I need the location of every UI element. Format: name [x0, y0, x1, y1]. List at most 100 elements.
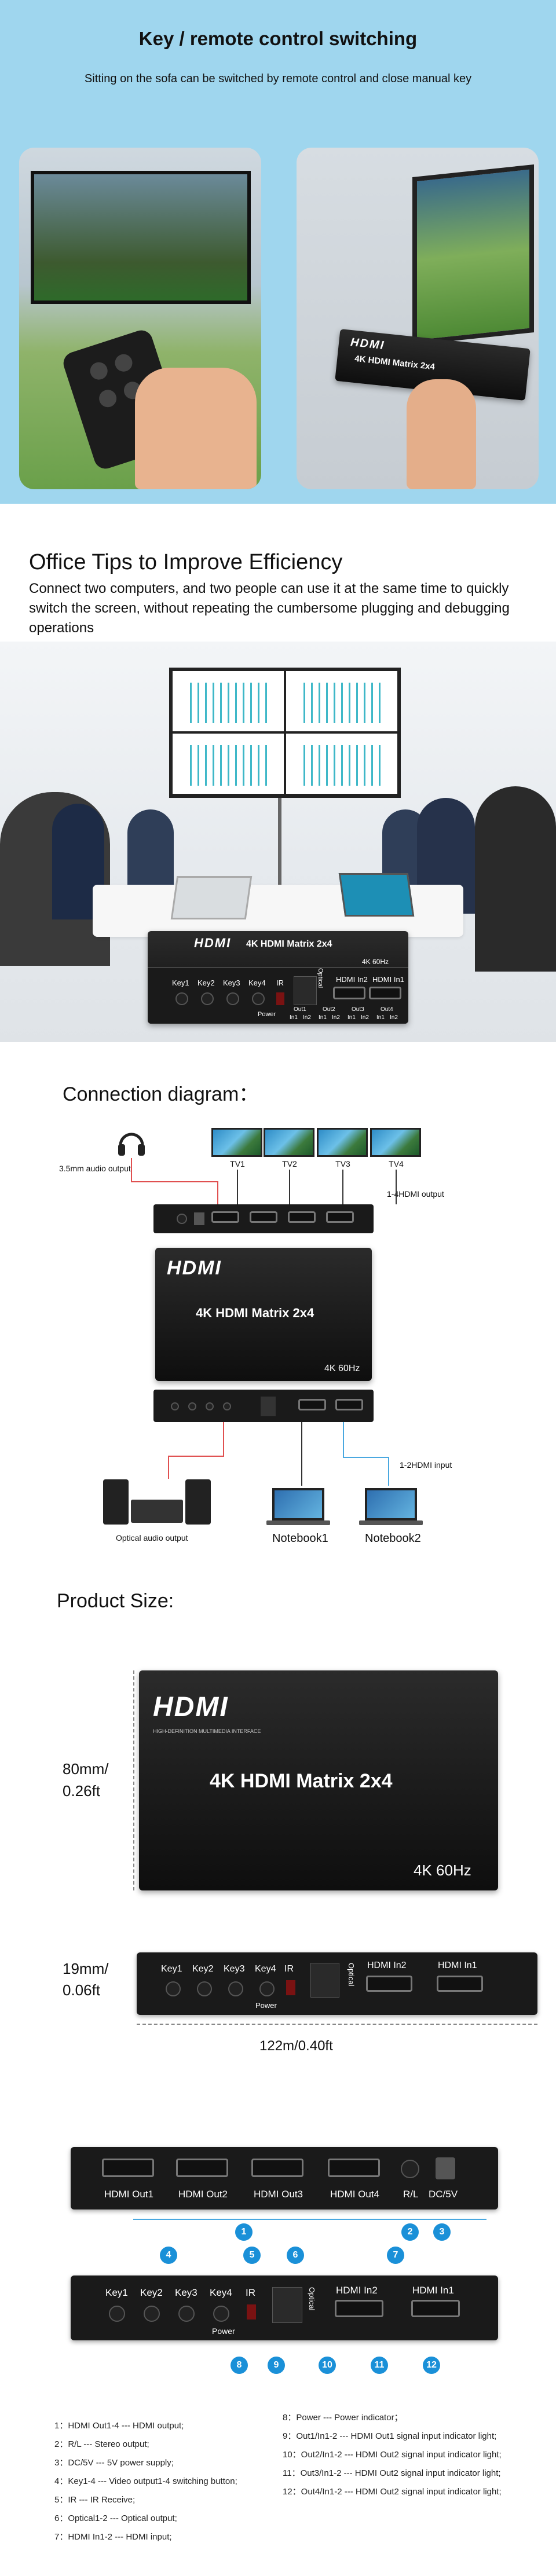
connection-title: Connection diagram：: [63, 1083, 259, 1105]
hdmi-out1-label: HDMI Out1: [104, 2189, 154, 2200]
legend-item-6: 6：Optical1-2 --- Optical output;: [54, 2513, 177, 2523]
legend-item-9: 9：Out1/In1-2 --- HDMI Out1 signal input …: [283, 2431, 497, 2441]
indicator-in2: In2: [332, 1014, 340, 1021]
key4-label: Key4: [255, 1964, 276, 1974]
legend-item-11: 11：Out3/In1-2 --- HDMI Out2 signal input…: [283, 2468, 501, 2478]
legend-item-10: 10：Out2/In1-2 --- HDMI Out2 signal input…: [283, 2450, 502, 2460]
indicator-in2: In2: [303, 1014, 311, 1021]
key2-button[interactable]: [197, 1981, 212, 1996]
key3-button[interactable]: [228, 1981, 243, 1996]
key1-label: Key1: [105, 2287, 128, 2298]
power-label: Power: [212, 2326, 235, 2336]
ir-receiver: [247, 2304, 256, 2320]
key1-button[interactable]: [171, 1402, 179, 1410]
hdmi-out4-label: HDMI Out4: [330, 2189, 380, 2200]
device-logo: HDMI: [194, 936, 232, 950]
key4-button[interactable]: [213, 2306, 229, 2322]
hdmi-input-label: 1-2HDMI input: [400, 1460, 452, 1470]
headphones-icon: [116, 1128, 147, 1157]
device-photo: HDMI 4K HDMI Matrix 2x4: [297, 148, 539, 489]
legend-item-3: 3：DC/5V --- 5V power supply;: [54, 2458, 174, 2468]
dc-jack: [194, 1212, 204, 1225]
depth-mm: 19mm/: [63, 1960, 109, 1977]
key4-button[interactable]: [223, 1402, 231, 1410]
optical-port: [261, 1397, 276, 1416]
callout-4: 4: [160, 2247, 177, 2264]
key3-button[interactable]: [178, 2306, 195, 2322]
key3-label: Key3: [223, 979, 240, 987]
ir-label: IR: [246, 2287, 255, 2298]
callout-11: 11: [371, 2357, 388, 2374]
out3-group-label: Out3: [352, 1006, 364, 1013]
key4-button[interactable]: [252, 992, 265, 1005]
office-paragraph: Connect two computers, and two people ca…: [29, 581, 510, 636]
key4-button[interactable]: [259, 1981, 275, 1996]
indicator-in1: In1: [319, 1014, 327, 1021]
diagram-device: HDMI 4K HDMI Matrix 2x4 4K 60Hz: [155, 1248, 372, 1381]
callout-3: 3: [433, 2223, 451, 2241]
optical-port: [272, 2287, 302, 2323]
device-resolution: 4K 60Hz: [414, 1862, 471, 1879]
key1-button[interactable]: [109, 2306, 125, 2322]
key3-label: Key3: [175, 2287, 197, 2298]
device-logo-sub: HIGH-DEFINITION MULTIMEDIA INTERFACE: [153, 1728, 261, 1734]
device-resolution: 4K 60Hz: [324, 1364, 360, 1373]
optical-label: Optical: [347, 1963, 356, 1987]
hdmi-out-port: [326, 1211, 354, 1223]
person: [475, 786, 556, 972]
speaker-icon: [103, 1479, 129, 1525]
out4-group-label: Out4: [381, 1006, 393, 1013]
hdmi-in1-port: [369, 987, 401, 999]
key2-button[interactable]: [188, 1402, 196, 1410]
callout-6: 6: [287, 2247, 304, 2264]
optical-label: Optical: [317, 968, 324, 988]
ir-label: IR: [284, 1964, 294, 1974]
legend-item-12: 12：Out4/In1-2 --- HDMI Out2 signal input…: [283, 2487, 502, 2497]
tv3-label: TV3: [335, 1159, 350, 1168]
optical-label: Optical: [308, 2287, 316, 2311]
power-label: Power: [255, 2001, 277, 2010]
legend-item-7: 7：HDMI In1-2 --- HDMI input;: [54, 2532, 172, 2542]
office-matrix-device: HDMI 4K HDMI Matrix 2x4 4K 60Hz Key1 Key…: [148, 931, 408, 1024]
rl-jack: [177, 1214, 187, 1224]
hdmi-in1-label: HDMI In1: [412, 2285, 454, 2296]
hdmi-out3-port: [251, 2159, 303, 2177]
tv4-label: TV4: [389, 1159, 404, 1168]
device-model: 4K HDMI Matrix 2x4: [354, 353, 436, 372]
rl-jack: [401, 2160, 419, 2178]
callout-7: 7: [387, 2247, 404, 2264]
key3-button[interactable]: [206, 1402, 214, 1410]
callout-10: 10: [319, 2357, 336, 2374]
hdmi-in2-port: [366, 1976, 412, 1992]
optical-port: [294, 976, 317, 1005]
hand: [135, 368, 257, 489]
tv2-label: TV2: [282, 1159, 297, 1168]
key2-button[interactable]: [201, 992, 214, 1005]
key3-button[interactable]: [226, 992, 239, 1005]
remote-section-subtitle: Sitting on the sofa can be switched by r…: [84, 72, 472, 85]
out2-group-label: Out2: [323, 1006, 335, 1013]
optical-port: [310, 1963, 339, 1998]
key2-label: Key2: [192, 1964, 214, 1974]
key2-button[interactable]: [144, 2306, 160, 2322]
legend-item-8: 8：Power --- Power indicator；: [283, 2413, 403, 2423]
tv3-icon: [317, 1128, 368, 1157]
key1-button[interactable]: [175, 992, 188, 1005]
laptop: [170, 876, 253, 919]
hdmi-out3-label: HDMI Out3: [254, 2189, 303, 2200]
video-wall: [169, 668, 401, 798]
hdmi-in1-label: HDMI In1: [372, 975, 404, 984]
hdmi-in1-port: [411, 2300, 460, 2317]
front-panel: Key1 Key2 Key3 Key4 IR Power Optical HDM…: [71, 2275, 498, 2340]
tv1-icon: [211, 1128, 262, 1157]
notebook1-label: Notebook1: [272, 1532, 328, 1545]
tv2-icon: [264, 1128, 314, 1157]
tv4-icon: [370, 1128, 421, 1157]
key1-button[interactable]: [166, 1981, 181, 1996]
callout-9: 9: [268, 2357, 285, 2374]
device-logo: HDMI: [153, 1692, 229, 1723]
hdmi-in2-label: HDMI In2: [336, 975, 368, 984]
hdmi-in2-port: [298, 1399, 326, 1410]
diagram-front-panel: [153, 1390, 374, 1422]
callout-1: 1: [235, 2223, 253, 2241]
